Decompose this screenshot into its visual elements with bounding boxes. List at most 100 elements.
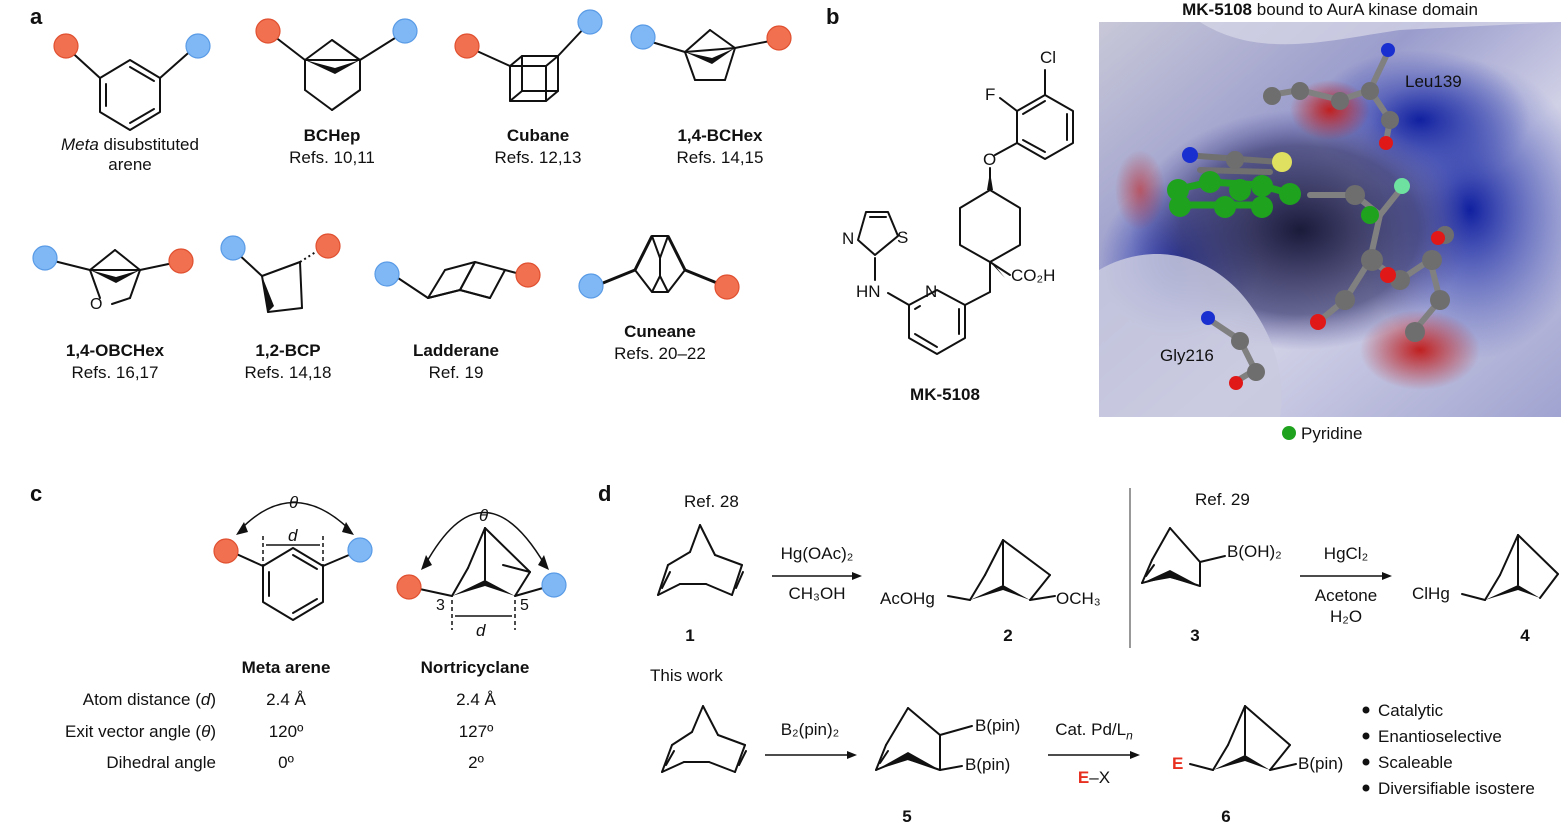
cuneane-refs: Refs. 20–22: [614, 344, 706, 363]
compound-number-4: 4: [1520, 626, 1530, 645]
reagent-b2pin2: B₂(pin)₂: [780, 720, 840, 739]
compound-number-3: 3: [1190, 626, 1200, 645]
cubane-structure: [454, 9, 603, 102]
bullet-enantioselective: Enantioselective: [1378, 727, 1502, 746]
row-label-exit-angle: Exit vector angle (θ): [65, 722, 216, 741]
reagent-h2o: H₂O: [1329, 607, 1363, 626]
row-label-dihedral: Dihedral angle: [106, 753, 216, 772]
d-label-nortricyclane: d: [476, 621, 486, 640]
panel-b-letter: b: [826, 4, 840, 29]
bullet-catalytic: Catalytic: [1378, 701, 1444, 720]
panel-d-letter: d: [598, 481, 612, 506]
mk5108-compound-label: MK-5108: [910, 385, 980, 404]
ref-29-label: Ref. 29: [1195, 490, 1250, 509]
bchep-name: BCHep: [303, 126, 361, 145]
compound-6-structure: [1189, 705, 1297, 771]
cuneane-structure: [578, 235, 740, 300]
bcp-name: 1,2-BCP: [255, 341, 321, 360]
value-nortricyclane-angle: 127º: [458, 722, 494, 741]
value-meta-dihedral: 0º: [278, 753, 294, 772]
reagent-acetone: Acetone: [1314, 586, 1378, 605]
pyridine-legend-dot: [1282, 426, 1296, 440]
ref-28-label: Ref. 28: [684, 492, 739, 511]
value-nortricyclane-dihedral: 2º: [468, 753, 484, 772]
protein-surface-image: [1099, 22, 1561, 417]
ladderane-structure: [374, 261, 541, 299]
compound-5-structure: [875, 707, 973, 771]
cubane-refs: Refs. 12,13: [494, 148, 582, 167]
obchex-oxygen: O: [90, 296, 103, 313]
atom-f: F: [985, 85, 996, 104]
compound-3-structure: [1141, 527, 1226, 587]
obchex-name: 1,4-OBCHex: [65, 341, 165, 360]
d-label-meta: d: [288, 526, 298, 545]
meta-arene-label: Meta disubstituted arene: [61, 135, 199, 174]
col-header-nortricyclane: Nortricyclane: [420, 658, 530, 677]
compound-number-6: 6: [1221, 807, 1231, 826]
bchep-refs: Refs. 10,11: [289, 148, 375, 167]
cubane-name: Cubane: [506, 126, 570, 145]
col-header-meta: Meta arene: [241, 658, 331, 677]
bchex-refs: Refs. 14,15: [676, 148, 764, 167]
subst-och3: OCH₃: [1056, 589, 1101, 608]
theta-label-meta: θ: [289, 493, 299, 512]
subst-e: E: [1172, 754, 1184, 773]
bcp-structure: [220, 233, 341, 313]
reagent-hgoac2: Hg(OAc)₂: [780, 544, 854, 563]
bullet-scaleable: Scaleable: [1378, 753, 1453, 772]
value-meta-angle: 120º: [268, 722, 304, 741]
atom-nh: HN: [856, 282, 881, 301]
subst-bpin-top: B(pin): [975, 716, 1021, 735]
ladderane-name: Ladderane: [413, 341, 499, 360]
cuneane-name: Cuneane: [624, 322, 696, 341]
panel-a-letter: a: [30, 4, 43, 29]
nortricyclane-c-structure: [396, 511, 567, 630]
subst-clhg: ClHg: [1412, 584, 1450, 603]
compound-2-structure: [947, 539, 1056, 601]
compound-1-structure: [657, 524, 744, 596]
bchex-name: 1,4-BCHex: [677, 126, 763, 145]
atom-3-label: 3: [436, 597, 445, 614]
atom-s: S: [897, 228, 909, 247]
ladderane-refs: Ref. 19: [428, 363, 484, 382]
theta-label-nortricyclane: θ: [479, 506, 489, 525]
residue-leu139: Leu139: [1405, 72, 1462, 91]
mk5108-structure: [857, 69, 1074, 355]
row-label-atom-distance: Atom distance (d): [82, 690, 216, 709]
subst-bpin-bottom: B(pin): [965, 755, 1011, 774]
atom-n-pyridine: N: [925, 282, 938, 301]
panel-c-letter: c: [30, 481, 43, 506]
atom-cl: Cl: [1040, 48, 1057, 67]
atom-5-label: 5: [520, 597, 529, 614]
atom-o: O: [983, 150, 997, 169]
this-work-label: This work: [650, 666, 723, 685]
subst-boh2: B(OH)₂: [1227, 542, 1282, 561]
protein-title: MK-5108 bound to AurA kinase domain: [1182, 0, 1478, 19]
compound-number-1: 1: [685, 626, 695, 645]
residue-gly216: Gly216: [1160, 346, 1214, 365]
subst-acohg: AcOHg: [880, 589, 935, 608]
reagent-pd-catalyst: Cat. Pd/Ln: [1055, 720, 1133, 743]
reagent-ch3oh: CH₃OH: [788, 584, 846, 603]
bchep-structure: [255, 18, 418, 111]
bullet-diversifiable: Diversifiable isostere: [1378, 779, 1535, 798]
reagent-hgcl2: HgCl₂: [1323, 544, 1369, 563]
value-nortricyclane-distance: 2.4 Å: [456, 690, 496, 709]
atom-n-thiazole: N: [842, 229, 855, 248]
meta-arene-structure: [53, 33, 211, 131]
bcp-refs: Refs. 14,18: [244, 363, 332, 382]
atom-co2h: CO₂H: [1011, 266, 1056, 285]
value-meta-distance: 2.4 Å: [266, 690, 306, 709]
compound-4-structure: [1461, 534, 1559, 601]
obchex-structure: [32, 245, 194, 305]
bullet-dots: [1362, 706, 1370, 792]
subst-bpin-product: B(pin): [1298, 754, 1344, 773]
compound-number-2: 2: [1003, 626, 1013, 645]
obchex-refs: Refs. 16,17: [71, 363, 159, 382]
pyridine-legend-label: Pyridine: [1301, 424, 1363, 443]
meta-arene-c-structure: [213, 501, 373, 621]
reagent-ex: E–X: [1077, 768, 1111, 787]
compound-norbornadiene-structure: [661, 705, 747, 773]
compound-number-5: 5: [902, 807, 912, 826]
